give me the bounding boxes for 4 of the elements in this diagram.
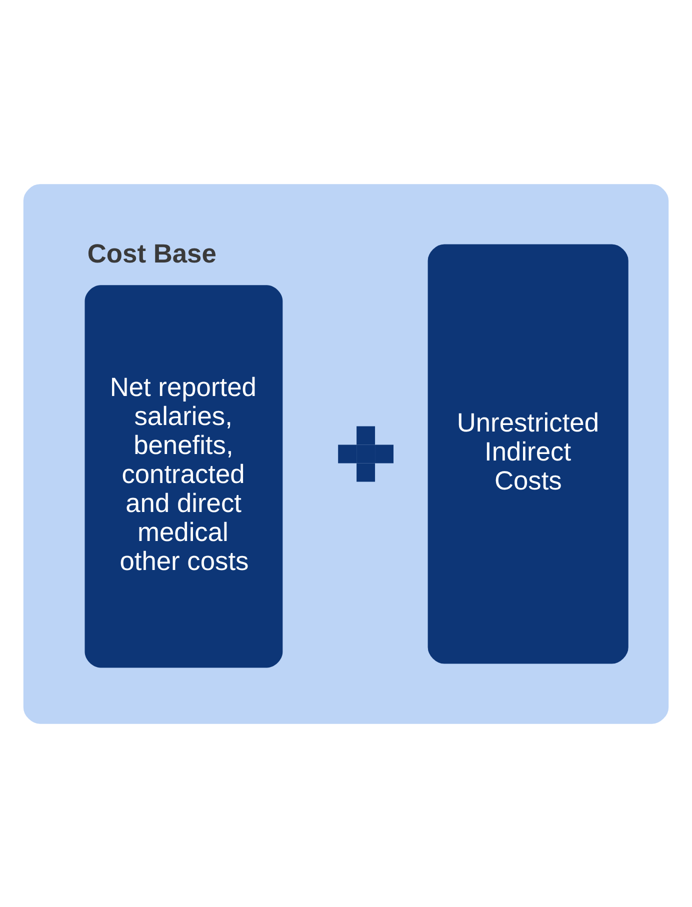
- cluster: [23, 184, 669, 724]
- node-box: Unrestricted Indirect Costs: [428, 244, 628, 664]
- node-box: Net reported salaries, benefits, contracted and direct medical other costs: [84, 284, 283, 668]
- node-label: Cost Base: [87, 238, 216, 268]
